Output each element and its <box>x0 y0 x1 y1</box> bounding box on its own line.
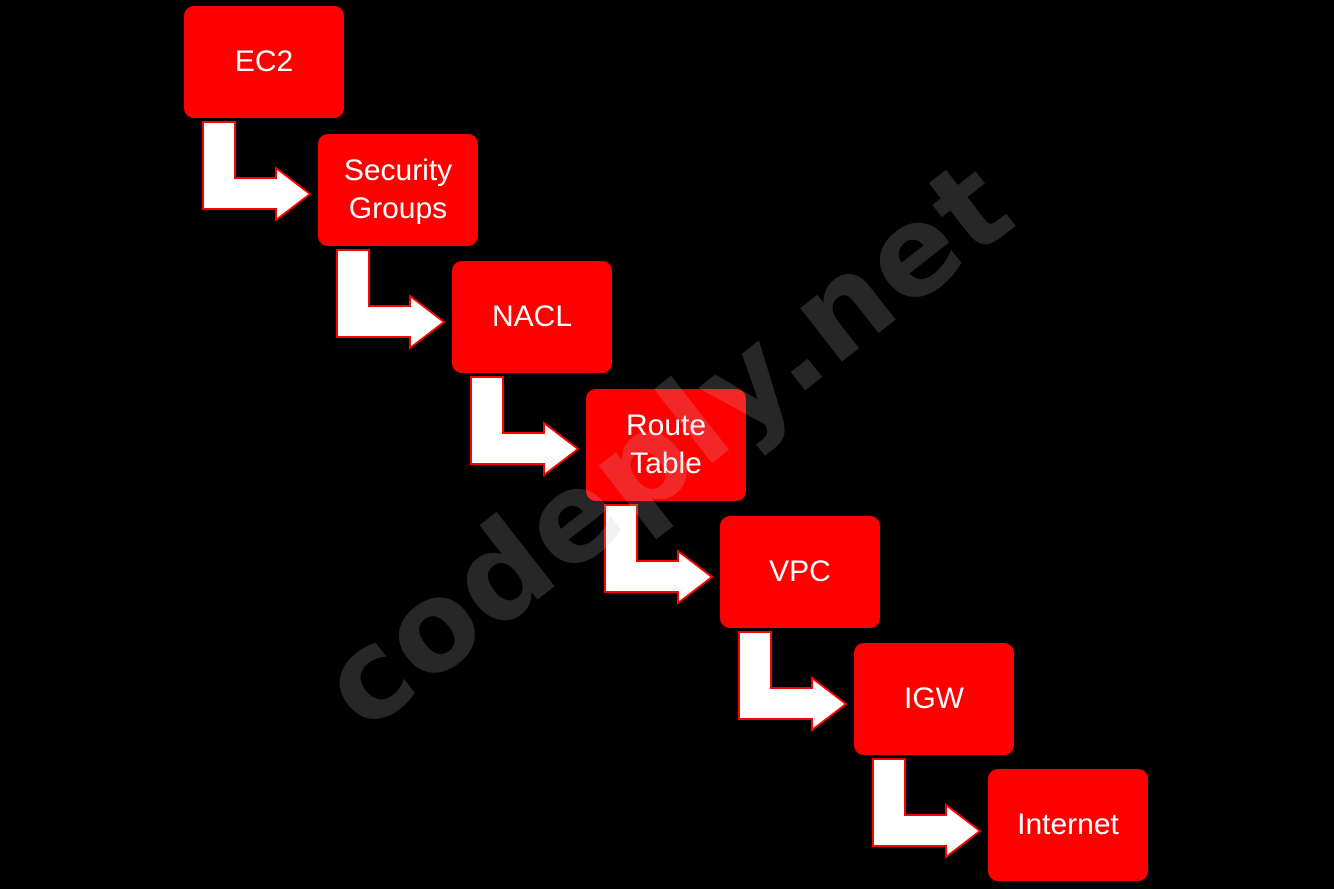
connector-arrow-route-table-to-vpc <box>604 504 714 606</box>
node-vpc: VPC <box>720 516 880 628</box>
node-igw: IGW <box>854 643 1014 755</box>
connector-arrow-security-groups-to-nacl <box>336 249 446 351</box>
connector-arrow-nacl-to-route-table <box>470 376 580 478</box>
connector-arrow-ec2-to-security-groups <box>202 121 312 223</box>
connector-arrow-igw-to-internet <box>872 758 982 860</box>
connector-arrow-vpc-to-igw <box>738 631 848 733</box>
node-ec2: EC2 <box>184 6 344 118</box>
node-security-groups: Security Groups <box>318 134 478 246</box>
node-nacl: NACL <box>452 261 612 373</box>
node-internet: Internet <box>988 769 1148 881</box>
node-route-table: Route Table <box>586 389 746 501</box>
